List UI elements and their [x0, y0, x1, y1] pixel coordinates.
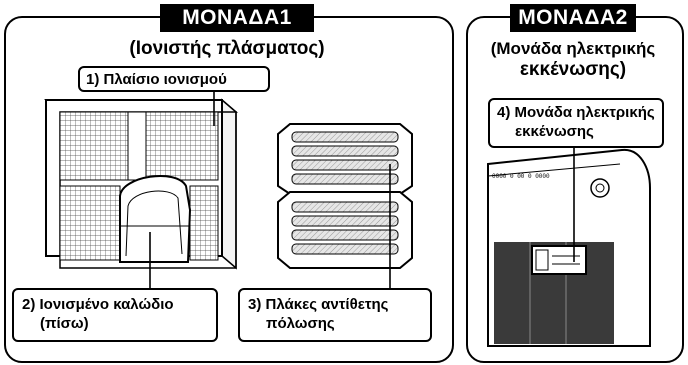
opposite-polarity-plates-illustration: [277, 123, 413, 269]
electric-discharge-unit-illustration: 0000 0 00 0 0000: [487, 148, 651, 347]
unit2-title-tab: ΜΟΝΑΔΑ2: [510, 4, 636, 32]
unit2-subtitle-line1: (Μονάδα ηλεκτρικής: [490, 39, 656, 58]
ionized-wire-note: (πίσω): [40, 315, 89, 332]
svg-text:0000 0 00 0 0000: 0000 0 00 0 0000: [492, 173, 550, 180]
electric-discharge-unit-callout: 4) Μονάδα ηλεκτρικής εκκένωσης: [488, 98, 664, 148]
discharge-label-line2: εκκένωσης: [515, 123, 594, 140]
ionization-frame-illustration: [43, 98, 239, 270]
unit2-subtitle-line2: εκκένωσης): [519, 59, 627, 80]
discharge-label-line1: 4) Μονάδα ηλεκτρικής: [497, 104, 655, 121]
opposite-polarity-plates-callout: 3) Πλάκες αντίθετης πόλωσης: [238, 288, 432, 342]
ionized-wire-callout: 2) Ιονισμένο καλώδιο (πίσω): [12, 288, 218, 342]
plates-label-line1: 3) Πλάκες αντίθετης: [248, 296, 389, 313]
leader-lines: [149, 92, 575, 292]
unit1-subtitle: (Ιονιστής πλάσματος): [129, 38, 325, 59]
ionized-wire-label: 2) Ιονισμένο καλώδιο: [22, 296, 174, 313]
unit1-title-tab: ΜΟΝΑΔΑ1: [160, 4, 314, 32]
unit2-subtitle: (Μονάδα ηλεκτρικής εκκένωσης): [470, 38, 676, 80]
plates-label-line2: πόλωσης: [266, 315, 335, 332]
ionization-frame-callout: 1) Πλαίσιο ιονισμού: [78, 66, 270, 92]
